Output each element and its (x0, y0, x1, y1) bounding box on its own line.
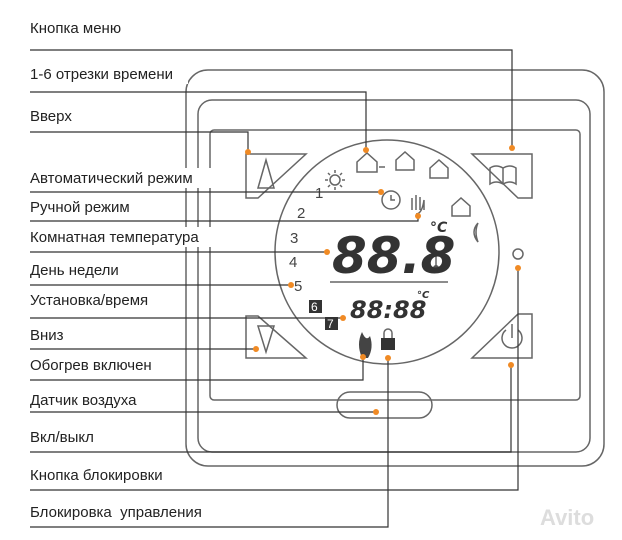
period-1: 1 (315, 185, 323, 202)
home-return-icon (429, 158, 449, 179)
label-up: Вверх (30, 108, 72, 125)
time-unit: °C (417, 290, 430, 301)
up-button[interactable] (245, 153, 308, 199)
label-menu-button: Кнопка меню (30, 20, 121, 37)
lock-icon (381, 328, 395, 350)
moon-icon (473, 222, 479, 243)
label-heating-on: Обогрев включен (30, 357, 152, 374)
down-triangle-icon (256, 325, 276, 355)
label-auto-mode: Автоматический режим (30, 170, 193, 187)
sun-icon (325, 170, 345, 190)
period-3: 3 (290, 230, 298, 247)
flame-icon (359, 332, 372, 358)
period-4: 4 (289, 254, 297, 271)
hand-icon (411, 195, 425, 215)
day-6: 6 (311, 300, 318, 314)
main-temperature-readout: 88.8 (332, 227, 455, 285)
avito-watermark: Avito (540, 505, 594, 530)
home-leave-icon (356, 151, 385, 173)
down-button[interactable] (245, 315, 308, 359)
home-lunch-icon (395, 150, 415, 171)
small-clock-icon (512, 248, 524, 260)
label-weekday: День недели (30, 262, 119, 279)
label-room-temp: Комнатная температура (30, 229, 199, 246)
up-triangle-icon (257, 157, 275, 189)
time-readout: 88:88 (350, 296, 426, 324)
label-down: Вниз (30, 327, 64, 344)
air-sensor-slot (336, 391, 433, 419)
main-unit: °C (430, 220, 448, 236)
day-7: 7 (327, 317, 334, 331)
period-5: 5 (294, 278, 302, 295)
power-icon (501, 324, 523, 349)
clock-icon (381, 190, 401, 210)
label-manual-mode: Ручной режим (30, 199, 130, 216)
leader-lines (30, 49, 519, 528)
label-time-segments: 1-6 отрезки времени (30, 66, 173, 83)
power-button[interactable] (470, 313, 533, 359)
menu-button[interactable] (470, 153, 533, 199)
home-arrive-icon (451, 196, 471, 217)
book-icon (489, 165, 517, 186)
label-setting-time: Установка/время (30, 292, 148, 309)
label-air-sensor: Датчик воздуха (30, 392, 137, 409)
callout-dots (245, 145, 521, 415)
label-on-off: Вкл/выкл (30, 429, 94, 446)
label-control-lock: Блокировка управления (30, 504, 202, 521)
label-lock-button: Кнопка блокировки (30, 467, 163, 484)
period-2: 2 (297, 205, 305, 222)
